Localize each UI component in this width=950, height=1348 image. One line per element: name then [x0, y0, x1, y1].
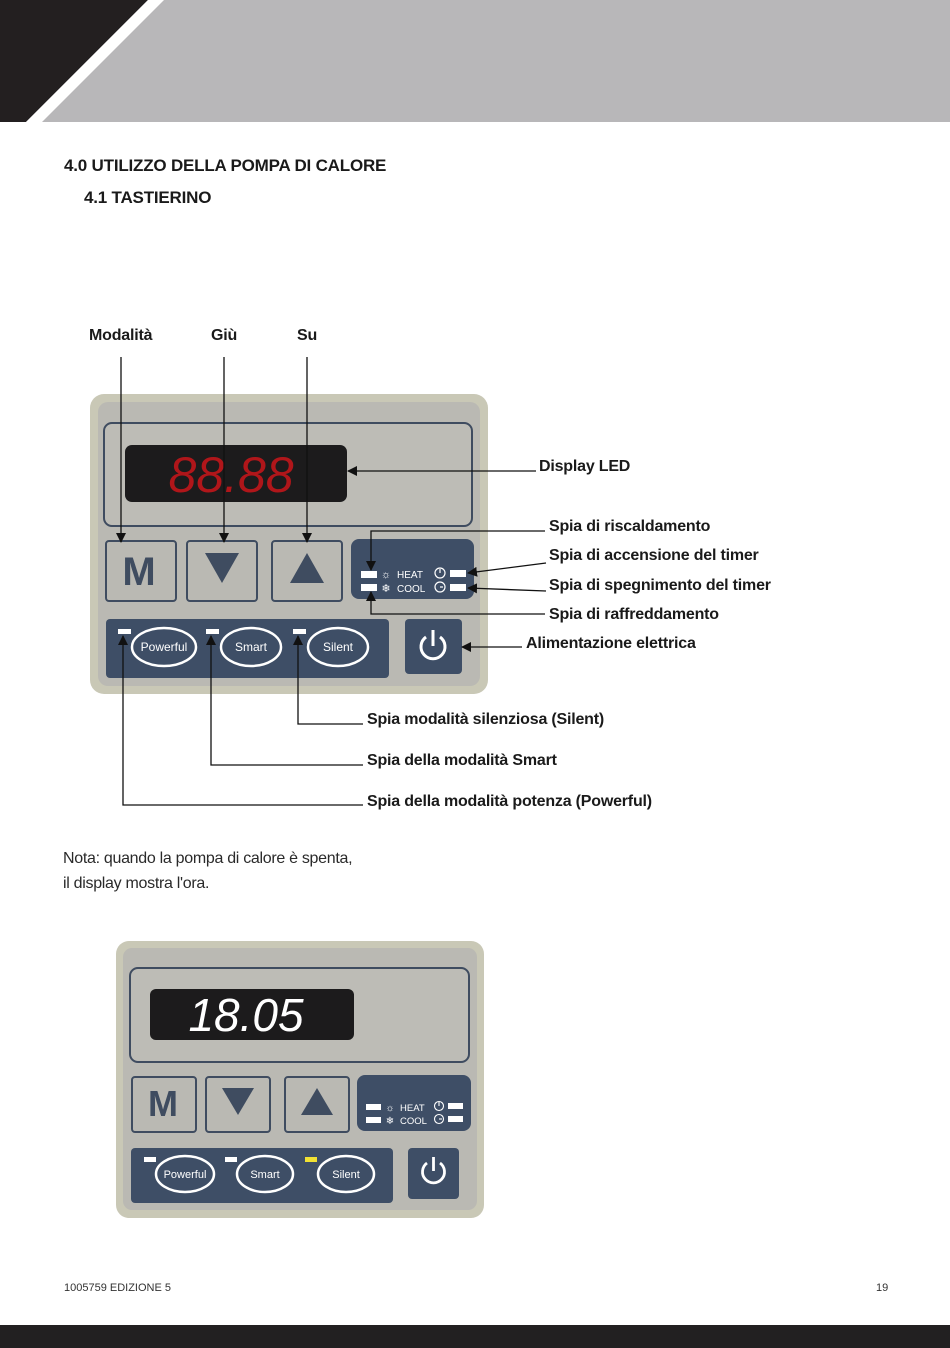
label-power: Alimentazione elettrica — [526, 635, 696, 652]
down-arrow-icon — [222, 1088, 254, 1115]
arrow-timer-on-led — [467, 562, 547, 577]
label-timer-on-led: Spia di accensione del timer — [549, 547, 759, 564]
powerful-led — [118, 629, 131, 634]
powerful-led-2 — [144, 1157, 156, 1162]
powerful-button[interactable] — [130, 626, 198, 668]
arrow-powerful-led — [118, 635, 363, 806]
note-line-1: Nota: quando la pompa di calore è spenta… — [63, 850, 353, 867]
led-display — [125, 445, 347, 502]
silent-button[interactable] — [306, 626, 370, 668]
led-display-digits: 88.88 — [168, 447, 293, 503]
smart-button-2[interactable] — [235, 1154, 295, 1194]
timer-off-icon — [433, 1113, 445, 1125]
footer-bar — [0, 1325, 950, 1348]
silent-button-2[interactable] — [316, 1154, 376, 1194]
power-button-2[interactable] — [408, 1148, 459, 1199]
up-arrow-icon — [290, 553, 324, 583]
label-silent-led: Spia modalità silenziosa (Silent) — [367, 711, 605, 728]
label-down: Giù — [211, 327, 238, 344]
label-mode: Modalità — [89, 327, 153, 344]
silent-button-2-label: Silent — [332, 1169, 360, 1181]
status-led-panel-2 — [357, 1075, 471, 1131]
sun-icon: ☼ — [385, 1103, 394, 1114]
m-key-2[interactable] — [131, 1076, 197, 1133]
arrow-silent-led — [293, 635, 363, 725]
timer-on-icon — [433, 1100, 445, 1112]
keypad-diagram-2: 18.05 M ☼ ❄ HEAT COOL Powerful Smart Sil… — [116, 941, 484, 1218]
clock-digits: 18.05 — [188, 989, 304, 1041]
timer-off-led-2 — [448, 1116, 463, 1122]
powerful-button-2[interactable] — [154, 1154, 216, 1194]
heat-label-2: HEAT — [400, 1103, 425, 1114]
smart-button[interactable] — [219, 626, 283, 668]
down-arrow-icon — [205, 553, 239, 583]
heat-led — [361, 571, 377, 578]
label-heat-led: Spia di riscaldamento — [549, 518, 711, 535]
silent-button-label: Silent — [323, 640, 354, 654]
power-icon — [419, 635, 447, 661]
m-key-2-label: M — [148, 1083, 178, 1124]
cool-led — [361, 584, 377, 591]
timer-on-led — [450, 570, 466, 577]
snowflake-icon: ❄ — [381, 583, 390, 595]
section-title: 4.0 UTILIZZO DELLA POMPA DI CALORE — [64, 156, 387, 175]
power-button[interactable] — [405, 619, 462, 674]
document-code: 1005759 EDIZIONE 5 — [64, 1282, 172, 1294]
silent-led — [293, 629, 306, 634]
snowflake-icon: ❄ — [386, 1116, 394, 1127]
timer-on-led-2 — [448, 1103, 463, 1109]
cool-label-2: COOL — [400, 1116, 427, 1127]
cool-label: COOL — [397, 584, 426, 595]
label-up: Su — [297, 327, 318, 344]
heat-label: HEAT — [397, 570, 423, 581]
label-timer-off-led: Spia di spegnimento del timer — [549, 577, 771, 594]
section-subtitle: 4.1 TASTIERINO — [84, 188, 212, 207]
arrow-smart-led — [206, 635, 363, 766]
timer-off-led — [450, 584, 466, 591]
timer-off-icon — [434, 581, 446, 593]
smart-led-2 — [225, 1157, 237, 1162]
m-key-label: M — [122, 550, 155, 594]
up-arrow-icon — [301, 1088, 333, 1115]
led-display-2 — [150, 989, 354, 1040]
powerful-button-label: Powerful — [141, 640, 188, 654]
timer-on-icon — [434, 567, 446, 579]
page-number: 19 — [876, 1282, 889, 1294]
label-cool-led: Spia di raffreddamento — [549, 606, 719, 623]
label-smart-led: Spia della modalità Smart — [367, 752, 557, 769]
arrow-timer-off-led — [467, 583, 547, 594]
arrow-cool-led — [366, 591, 545, 615]
label-powerful-led: Spia della modalità potenza (Powerful) — [367, 793, 652, 810]
sun-icon: ☼ — [381, 569, 391, 581]
power-icon — [421, 1161, 446, 1185]
smart-button-label: Smart — [235, 640, 268, 654]
silent-led-2-active — [305, 1157, 317, 1162]
note-text: Nota: quando la pompa di calore è spenta… — [63, 846, 353, 896]
cool-led-2 — [366, 1117, 381, 1123]
smart-button-2-label: Smart — [250, 1169, 279, 1181]
keypad-diagram-1: 88.88 M ☼ ❄ HEAT COOL Powerful Smart Sil… — [90, 357, 547, 806]
m-key[interactable] — [105, 540, 177, 602]
page-header-graphic — [0, 0, 950, 122]
arrow-heat-led — [366, 530, 545, 571]
note-line-2: il display mostra l'ora. — [63, 875, 210, 892]
smart-led — [206, 629, 219, 634]
powerful-button-2-label: Powerful — [164, 1169, 207, 1181]
label-display-led: Display LED — [539, 458, 631, 475]
heat-led-2 — [366, 1104, 381, 1110]
